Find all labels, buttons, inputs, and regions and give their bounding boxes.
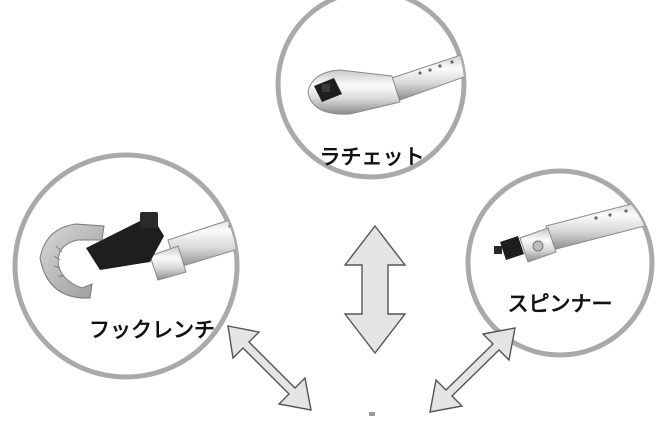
ratchet-head-icon (307, 51, 464, 115)
spinner-label: スピンナー (508, 292, 613, 316)
ratchet-panel: ラチェット (275, 0, 467, 180)
hook-wrench-panel: フックレンチ (12, 152, 240, 380)
double-arrow-diagonal-left (227, 325, 312, 411)
ratchet-label: ラチェット (320, 145, 425, 169)
double-arrow-diagonal-right (429, 327, 516, 413)
hook-wrench-head-icon (39, 209, 237, 299)
hook-wrench-label: フックレンチ (89, 318, 215, 342)
center-mark (369, 412, 375, 416)
double-arrow-vertical (343, 224, 407, 355)
spinner-panel: スピンナー (465, 168, 655, 358)
